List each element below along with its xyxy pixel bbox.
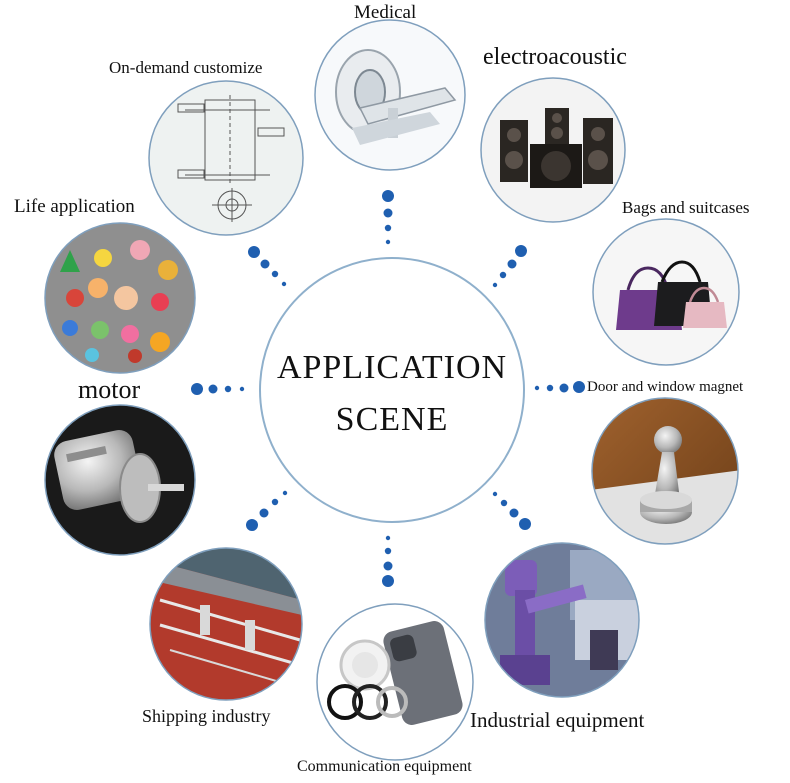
label-communication: Communication equipment (297, 758, 472, 775)
label-industrial: Industrial equipment (470, 708, 645, 732)
customize-scene (148, 80, 304, 236)
center-circle (259, 257, 525, 523)
industrial-scene (484, 542, 640, 698)
communication-scene (316, 603, 474, 761)
fridge-magnets-icon (60, 240, 178, 363)
center-title-line1: APPLICATION (276, 349, 508, 386)
bags-scene (592, 218, 740, 366)
handbags-icon (616, 260, 727, 330)
motor-scene (44, 404, 196, 556)
dc-motor-icon (54, 430, 184, 523)
ct-scanner-icon (335, 49, 457, 145)
center-title: APPLICATION SCENE (262, 342, 522, 446)
label-shipping: Shipping industry (142, 706, 271, 726)
connector-dots (191, 190, 585, 587)
label-door-magnet: Door and window magnet (587, 379, 744, 395)
label-bags: Bags and suitcases (622, 198, 750, 217)
medical-scene (314, 19, 466, 171)
phone-charger-icon (327, 621, 463, 725)
drawing-icon (177, 95, 285, 222)
door-magnet-scene (591, 397, 739, 545)
shipping-scene (149, 547, 303, 701)
door-stopper-icon (640, 426, 692, 524)
label-medical: Medical (354, 2, 417, 23)
robot-arm-icon (500, 560, 618, 685)
label-electroacoustic: electroacoustic (483, 44, 627, 70)
speakers-icon (500, 108, 613, 188)
label-customize: On-demand customize (109, 58, 263, 77)
label-life-application: Life application (14, 196, 135, 217)
center-title-line2: SCENE (335, 401, 449, 438)
electroacoustic-scene (480, 77, 626, 223)
life-application-scene (44, 222, 196, 374)
label-motor: motor (78, 375, 141, 404)
ship-deck-icon (150, 560, 302, 700)
